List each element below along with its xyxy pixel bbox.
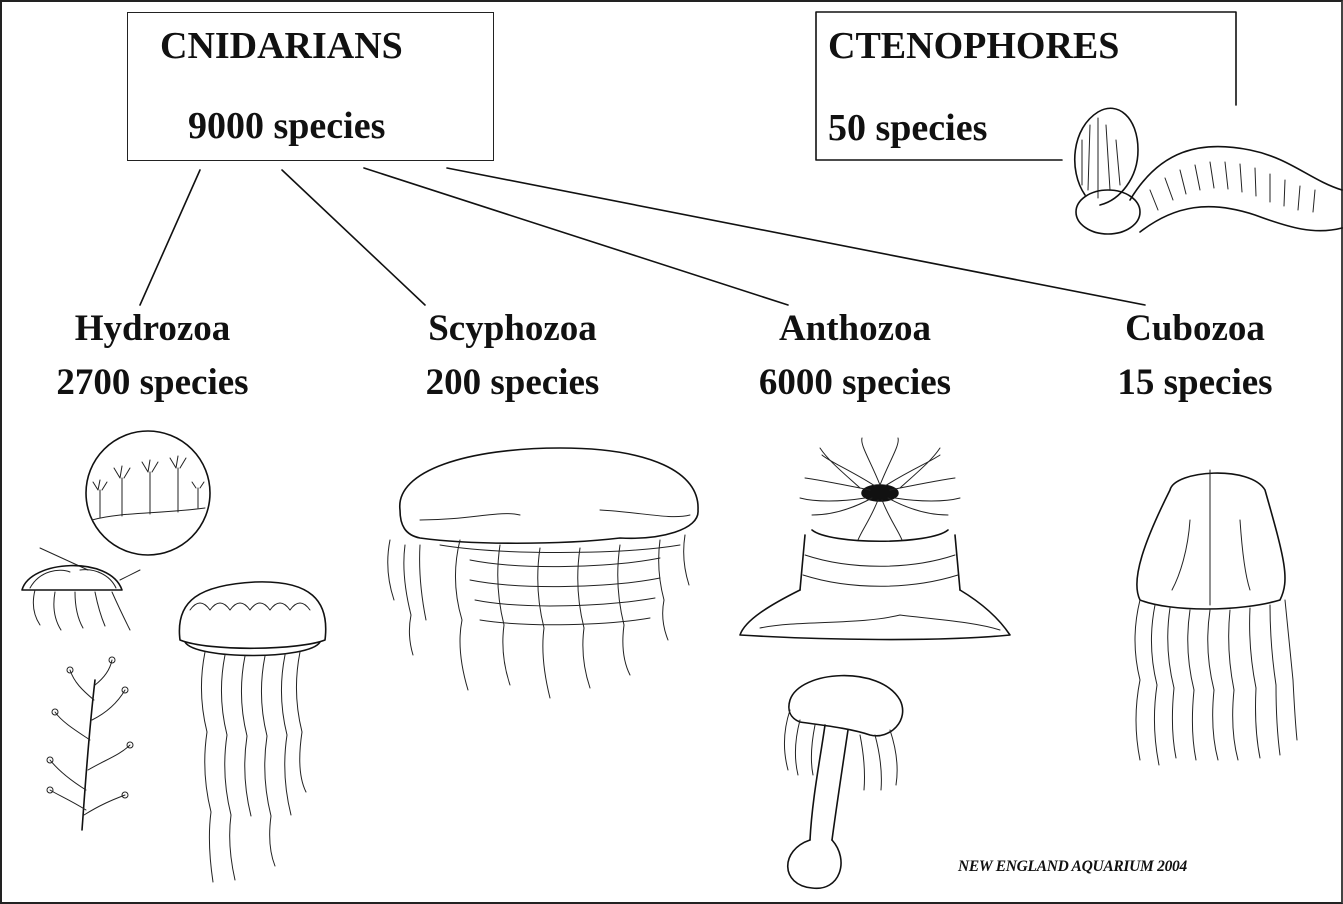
class-hydrozoa: Hydrozoa 2700 species bbox=[10, 302, 295, 410]
class-count: 200 species bbox=[370, 356, 655, 410]
class-name: Anthozoa bbox=[710, 302, 1000, 356]
credit-line: NEW ENGLAND AQUARIUM 2004 bbox=[958, 858, 1187, 876]
class-name: Scyphozoa bbox=[370, 302, 655, 356]
cnidarians-count: 9000 species bbox=[188, 104, 385, 148]
class-count: 15 species bbox=[1070, 356, 1320, 410]
class-scyphozoa: Scyphozoa 200 species bbox=[370, 302, 655, 410]
class-count: 2700 species bbox=[10, 356, 295, 410]
ctenophores-count: 50 species bbox=[828, 106, 987, 150]
class-name: Hydrozoa bbox=[10, 302, 295, 356]
ctenophores-title: CTENOPHORES bbox=[828, 24, 1119, 68]
cnidarians-title: CNIDARIANS bbox=[160, 24, 403, 68]
class-name: Cubozoa bbox=[1070, 302, 1320, 356]
class-cubozoa: Cubozoa 15 species bbox=[1070, 302, 1320, 410]
class-count: 6000 species bbox=[710, 356, 1000, 410]
class-anthozoa: Anthozoa 6000 species bbox=[710, 302, 1000, 410]
